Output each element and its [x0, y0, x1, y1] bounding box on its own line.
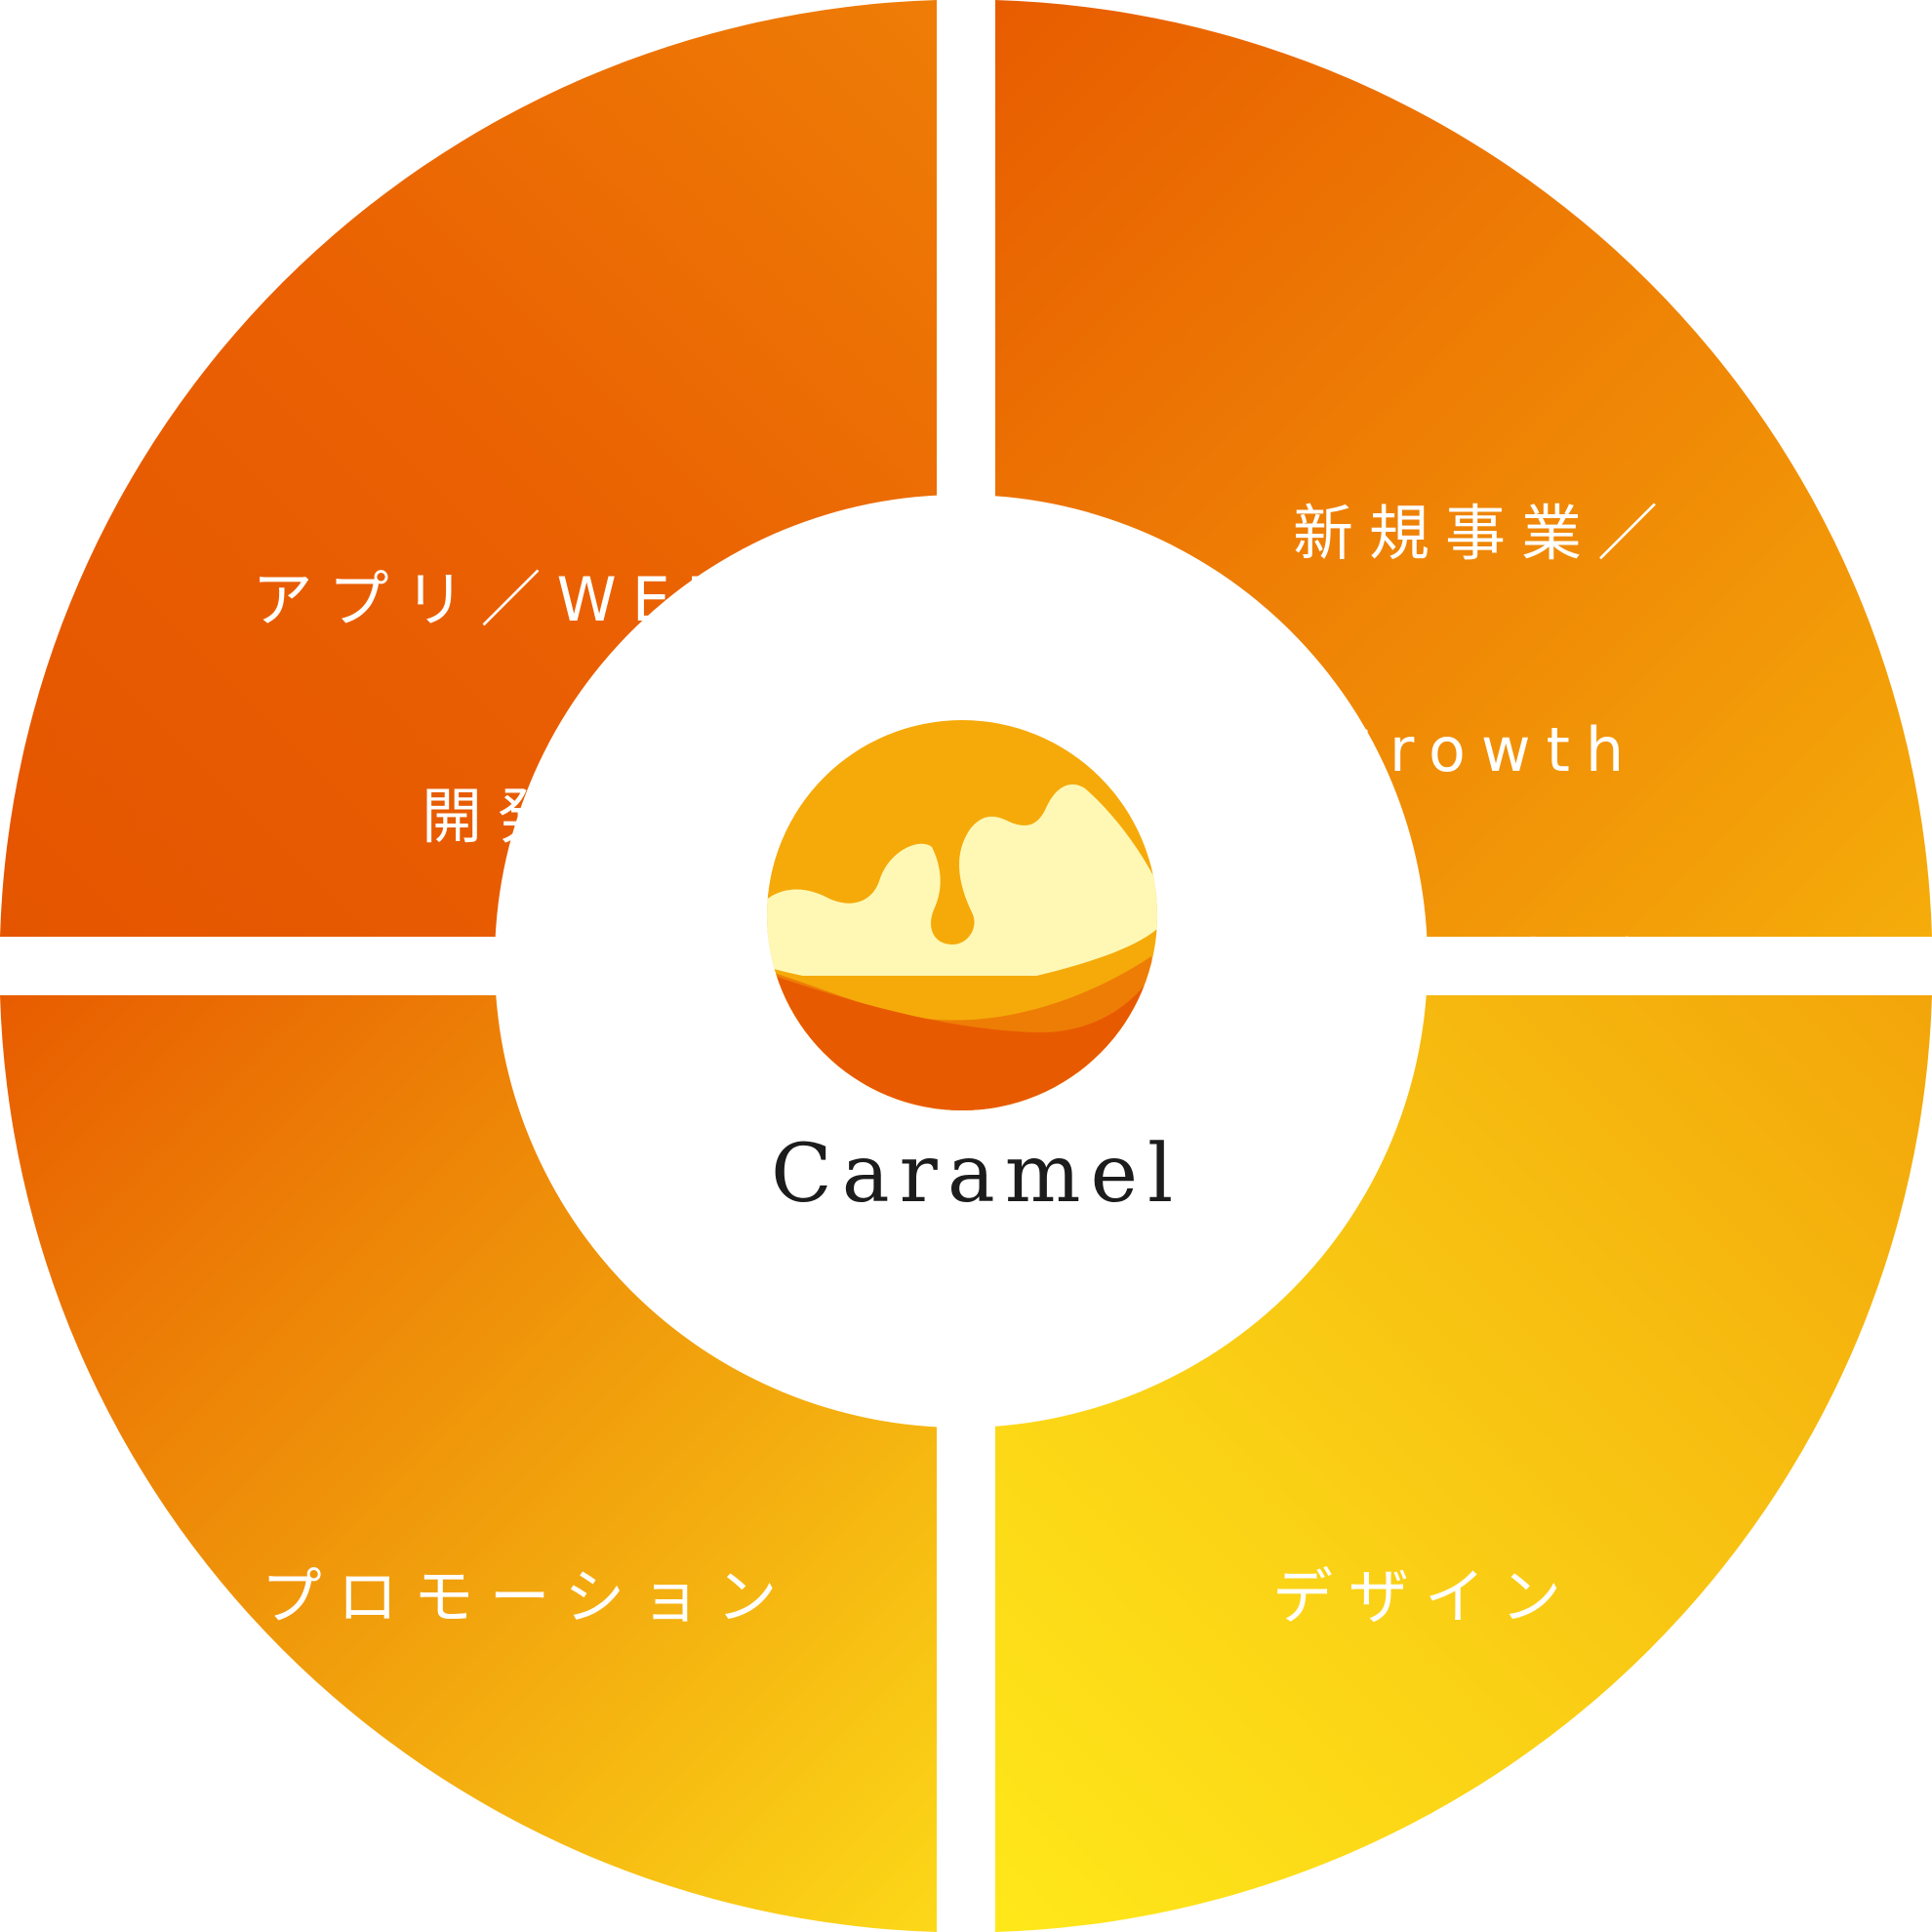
- segment-label-line: アプリ／WEB: [252, 564, 744, 635]
- segment-label-line: 新規事業／: [1292, 498, 1673, 569]
- segment-label-new-business: 新規事業／ Growth 企画・提案: [1268, 353, 1698, 1147]
- segment-label-line: プロモーション: [261, 1561, 793, 1632]
- segment-label-app-web: アプリ／WEB 開発: [234, 420, 761, 997]
- segment-label-line: 企画・提案: [1292, 931, 1673, 1002]
- brand-name: Caramel: [771, 1128, 1184, 1221]
- segment-label-line: Growth: [1326, 714, 1640, 785]
- segment-label-design: デザイン: [1239, 1417, 1610, 1778]
- segment-label-line: 開発: [421, 781, 574, 852]
- segment-label-line: デザイン: [1271, 1561, 1577, 1632]
- segment-label-promotion: プロモーション: [234, 1417, 820, 1778]
